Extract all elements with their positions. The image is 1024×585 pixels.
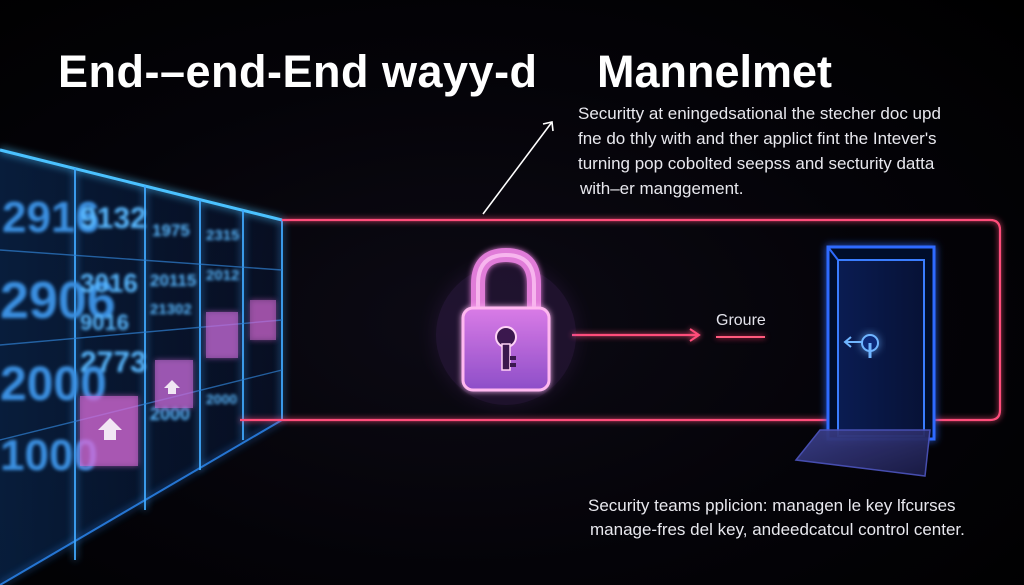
page-title-right: Mannelmet (597, 46, 833, 97)
flow-line-right (572, 328, 701, 342)
wall-number: 2012 (206, 267, 239, 284)
wall-number: 21302 (150, 301, 192, 318)
wall-number: 2773 (80, 346, 147, 379)
wall-number: 20115 (150, 271, 196, 290)
padlock-icon (436, 247, 576, 405)
wall-number: 2000 (150, 404, 190, 424)
flow-frame (240, 218, 1002, 422)
footer-line: manage-fres del key, andeedcatcul contro… (590, 520, 965, 539)
data-wall: 2916 9132 1975 2315 2906 3016 20115 2012… (0, 148, 283, 585)
wall-number: 1975 (152, 221, 190, 240)
footer-text: Security teams pplicion: managen le key … (588, 494, 965, 542)
footer-line: Security teams pplicion: managen le key … (588, 496, 956, 515)
arrow-icon (482, 121, 554, 215)
key-icon (98, 380, 180, 440)
wall-number: 2916 (2, 193, 100, 242)
wall-number: 9132 (80, 202, 147, 235)
door-icon (794, 245, 936, 477)
page-title-left: End-–end-End wayy-d (58, 46, 538, 97)
description-line: fne do thly with and ther applict fint t… (578, 129, 937, 148)
description-line: turning pop cobolted seepss and secturit… (578, 154, 935, 173)
wall-number: 2906 (0, 272, 116, 330)
flow-label: Groure (716, 312, 766, 329)
wall-number: 9016 (80, 310, 129, 335)
description-line: with–er manggement. (580, 179, 744, 198)
wall-number: 2000 (206, 391, 237, 407)
description-text: Securitty at eningedsational the stecher… (578, 101, 998, 201)
description-line: Securitty at eningedsational the stecher… (578, 104, 941, 123)
flow-label-underline (716, 336, 765, 338)
wall-number: 2315 (206, 227, 239, 244)
wall-number: 3016 (80, 268, 138, 298)
